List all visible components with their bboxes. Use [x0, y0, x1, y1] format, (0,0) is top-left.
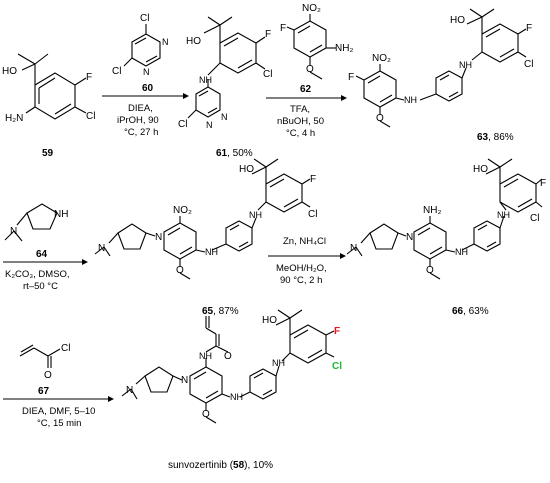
fluoro-label: F [526, 23, 532, 34]
step2-condition-2: nBuOH, 50 [277, 116, 324, 127]
compound-65-structure [94, 158, 311, 280]
amino-label: NH₂ [423, 205, 441, 216]
fluoro-highlight-label: F [334, 326, 340, 337]
amine-N-label: NH [205, 247, 218, 257]
step3-condition-1: K₂CO₃, DMSO, [5, 269, 70, 280]
dimethylamino-N-label: N [350, 243, 357, 254]
dimethylamino-N-label: N [98, 243, 105, 254]
compound-61-structure [187, 16, 266, 119]
arrow-head-1 [183, 93, 189, 99]
amine-N-label: NH [249, 210, 262, 220]
hydroxyl-label: HO [186, 36, 201, 47]
methoxy-O-label: O [306, 64, 314, 75]
arrow-head-5 [108, 396, 114, 402]
amino-label: NH₂ [335, 43, 353, 54]
arrow-head-4 [340, 253, 346, 259]
methoxy-O-label: O [426, 265, 434, 276]
step1-condition-3: °C, 27 h [124, 127, 158, 138]
methoxy-O-label: O [376, 113, 384, 124]
chloro-label: Cl [178, 119, 187, 130]
nitro-label: NO₂ [302, 3, 321, 14]
fluoro-label: F [310, 174, 316, 185]
compound-66-structure [346, 158, 543, 280]
amine-N-label: NH [459, 60, 472, 70]
reagent-60-structure [123, 24, 161, 67]
pyrrolidine-NH-label: NH [54, 209, 68, 220]
chloro-label: Cl [140, 13, 149, 24]
fluoro-label: F [86, 72, 92, 83]
chloro-label: Cl [530, 213, 539, 224]
compound-61-label: 61, 50% [216, 148, 253, 159]
hydroxyl-label: HO [473, 164, 488, 175]
compound-59-label: 59 [42, 148, 54, 159]
fluoro-label: F [348, 72, 354, 83]
pyrimidine-N1: N [162, 37, 169, 47]
pyrrolidine-N-label: N [181, 375, 188, 386]
pyrrolidine-N-label: N [406, 232, 413, 243]
pyrimidine-N3: N [143, 67, 150, 77]
amine-N-label: NH [497, 210, 510, 220]
step4-condition-3: 90 °C, 2 h [280, 275, 322, 286]
fluoro-label: F [265, 29, 271, 40]
amino-label: H₂N [5, 113, 23, 124]
step5-condition-2: °C, 15 min [37, 418, 81, 429]
carbonyl-O-label: O [44, 370, 52, 381]
compound-65-label: 65, 87% [202, 306, 239, 317]
reagent-62-structure [286, 14, 336, 80]
step2-condition-1: TFA, [290, 104, 310, 115]
hydroxyl-label: HO [2, 66, 17, 77]
pyrimidine-N-label: N [221, 112, 228, 122]
compound-58-label: sunvozertinib (58), 10% [168, 460, 273, 471]
compound-63-structure [355, 8, 527, 128]
compound-62-label: 62 [300, 84, 312, 95]
chloro-label: Cl [263, 69, 272, 80]
nitro-label: NO₂ [173, 205, 192, 216]
chloro-label: Cl [61, 343, 70, 354]
amine-N-label: NH [455, 247, 468, 257]
compound-63-label: 63, 86% [477, 132, 514, 143]
chloro-highlight-label: Cl [332, 361, 342, 372]
arrow-head-3 [82, 259, 88, 265]
hydroxyl-label: HO [262, 315, 277, 326]
step5-condition-1: DIEA, DMF, 5–10 [22, 406, 95, 417]
step1-condition-1: DIEA, [128, 103, 153, 114]
reagent-67-structure [19, 344, 61, 368]
hydroxyl-label: HO [450, 15, 465, 26]
arrow-head-2 [341, 95, 347, 101]
step1-condition-2: iPrOH, 90 [117, 115, 159, 126]
chloro-label: Cl [308, 209, 317, 220]
fluoro-label: F [280, 23, 286, 34]
step4-condition-1: Zn, NH₄Cl [283, 236, 326, 247]
fluoro-label: F [540, 178, 546, 189]
compound-64-label: 64 [36, 249, 48, 260]
pyrimidine-N-label: N [206, 120, 213, 130]
amide-N-label: NH [199, 351, 212, 361]
compound-59-structure [17, 53, 87, 120]
pyrrolidine-N-label: N [155, 232, 162, 243]
step3-condition-2: rt–50 °C [23, 281, 58, 292]
amine-N-label: NH [230, 392, 243, 402]
carbonyl-O-label: O [224, 351, 232, 362]
nitro-label: NO₂ [372, 53, 391, 64]
reagent-64-structure [4, 203, 58, 242]
compound-58-structure [121, 309, 335, 424]
methoxy-O-label: O [202, 409, 210, 420]
dimethylamino-N-label: N [126, 385, 133, 396]
dimethylamino-N-label: N [10, 226, 17, 237]
step4-condition-2: MeOH/H₂O, [276, 263, 327, 274]
amine-N-label: NH [404, 95, 417, 105]
amine-N-label: NH [199, 75, 212, 85]
chloro-label: Cl [524, 59, 533, 70]
compound-60-label: 60 [142, 83, 154, 94]
methoxy-O-label: O [176, 265, 184, 276]
amine-N-label: NH [272, 358, 285, 368]
step2-condition-3: °C, 4 h [286, 128, 315, 139]
compound-67-label: 67 [38, 386, 50, 397]
compound-66-label: 66, 63% [452, 306, 489, 317]
hydroxyl-label: HO [239, 164, 254, 175]
chloro-label: Cl [86, 111, 95, 122]
chloro-label: Cl [112, 66, 121, 77]
